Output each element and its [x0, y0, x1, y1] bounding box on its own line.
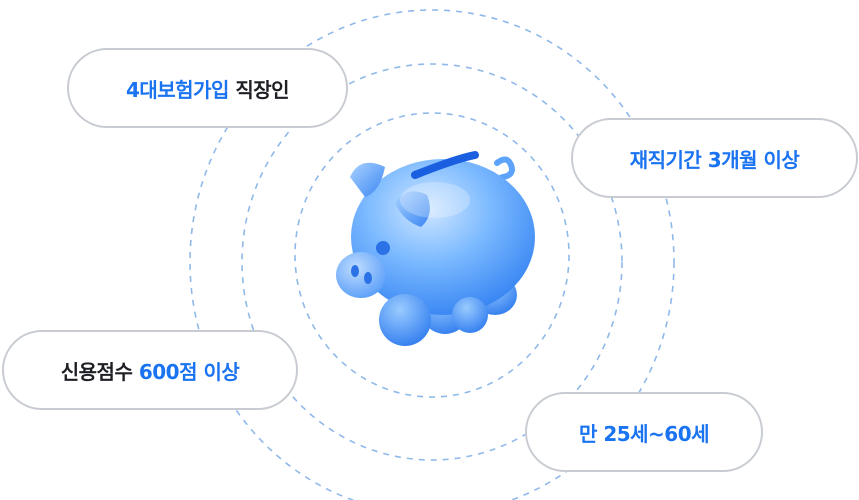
badge-credit-score-highlight: 600점 이상: [138, 359, 240, 384]
ring-inner: [294, 112, 570, 398]
badge-tenure: 재직기간 3개월 이상: [571, 118, 858, 198]
ring-middle: [241, 63, 623, 461]
ring-outer: [189, 9, 675, 500]
badge-tenure-text: 재직기간 3개월 이상: [629, 147, 800, 172]
piggy-bank-icon: [336, 151, 535, 346]
badge-age-range: 만 25세~60세: [525, 392, 763, 472]
badge-employee-insurance: 4대보험가입 직장인: [67, 48, 348, 128]
badge-credit-score: 신용점수 600점 이상: [2, 330, 298, 410]
badge-employee-insurance-text: 직장인: [228, 77, 290, 102]
badge-age-range-text: 만 25세~60세: [578, 421, 710, 446]
badge-credit-score-text: 신용점수: [60, 359, 139, 384]
badge-employee-insurance-highlight: 4대보험가입: [125, 77, 229, 102]
